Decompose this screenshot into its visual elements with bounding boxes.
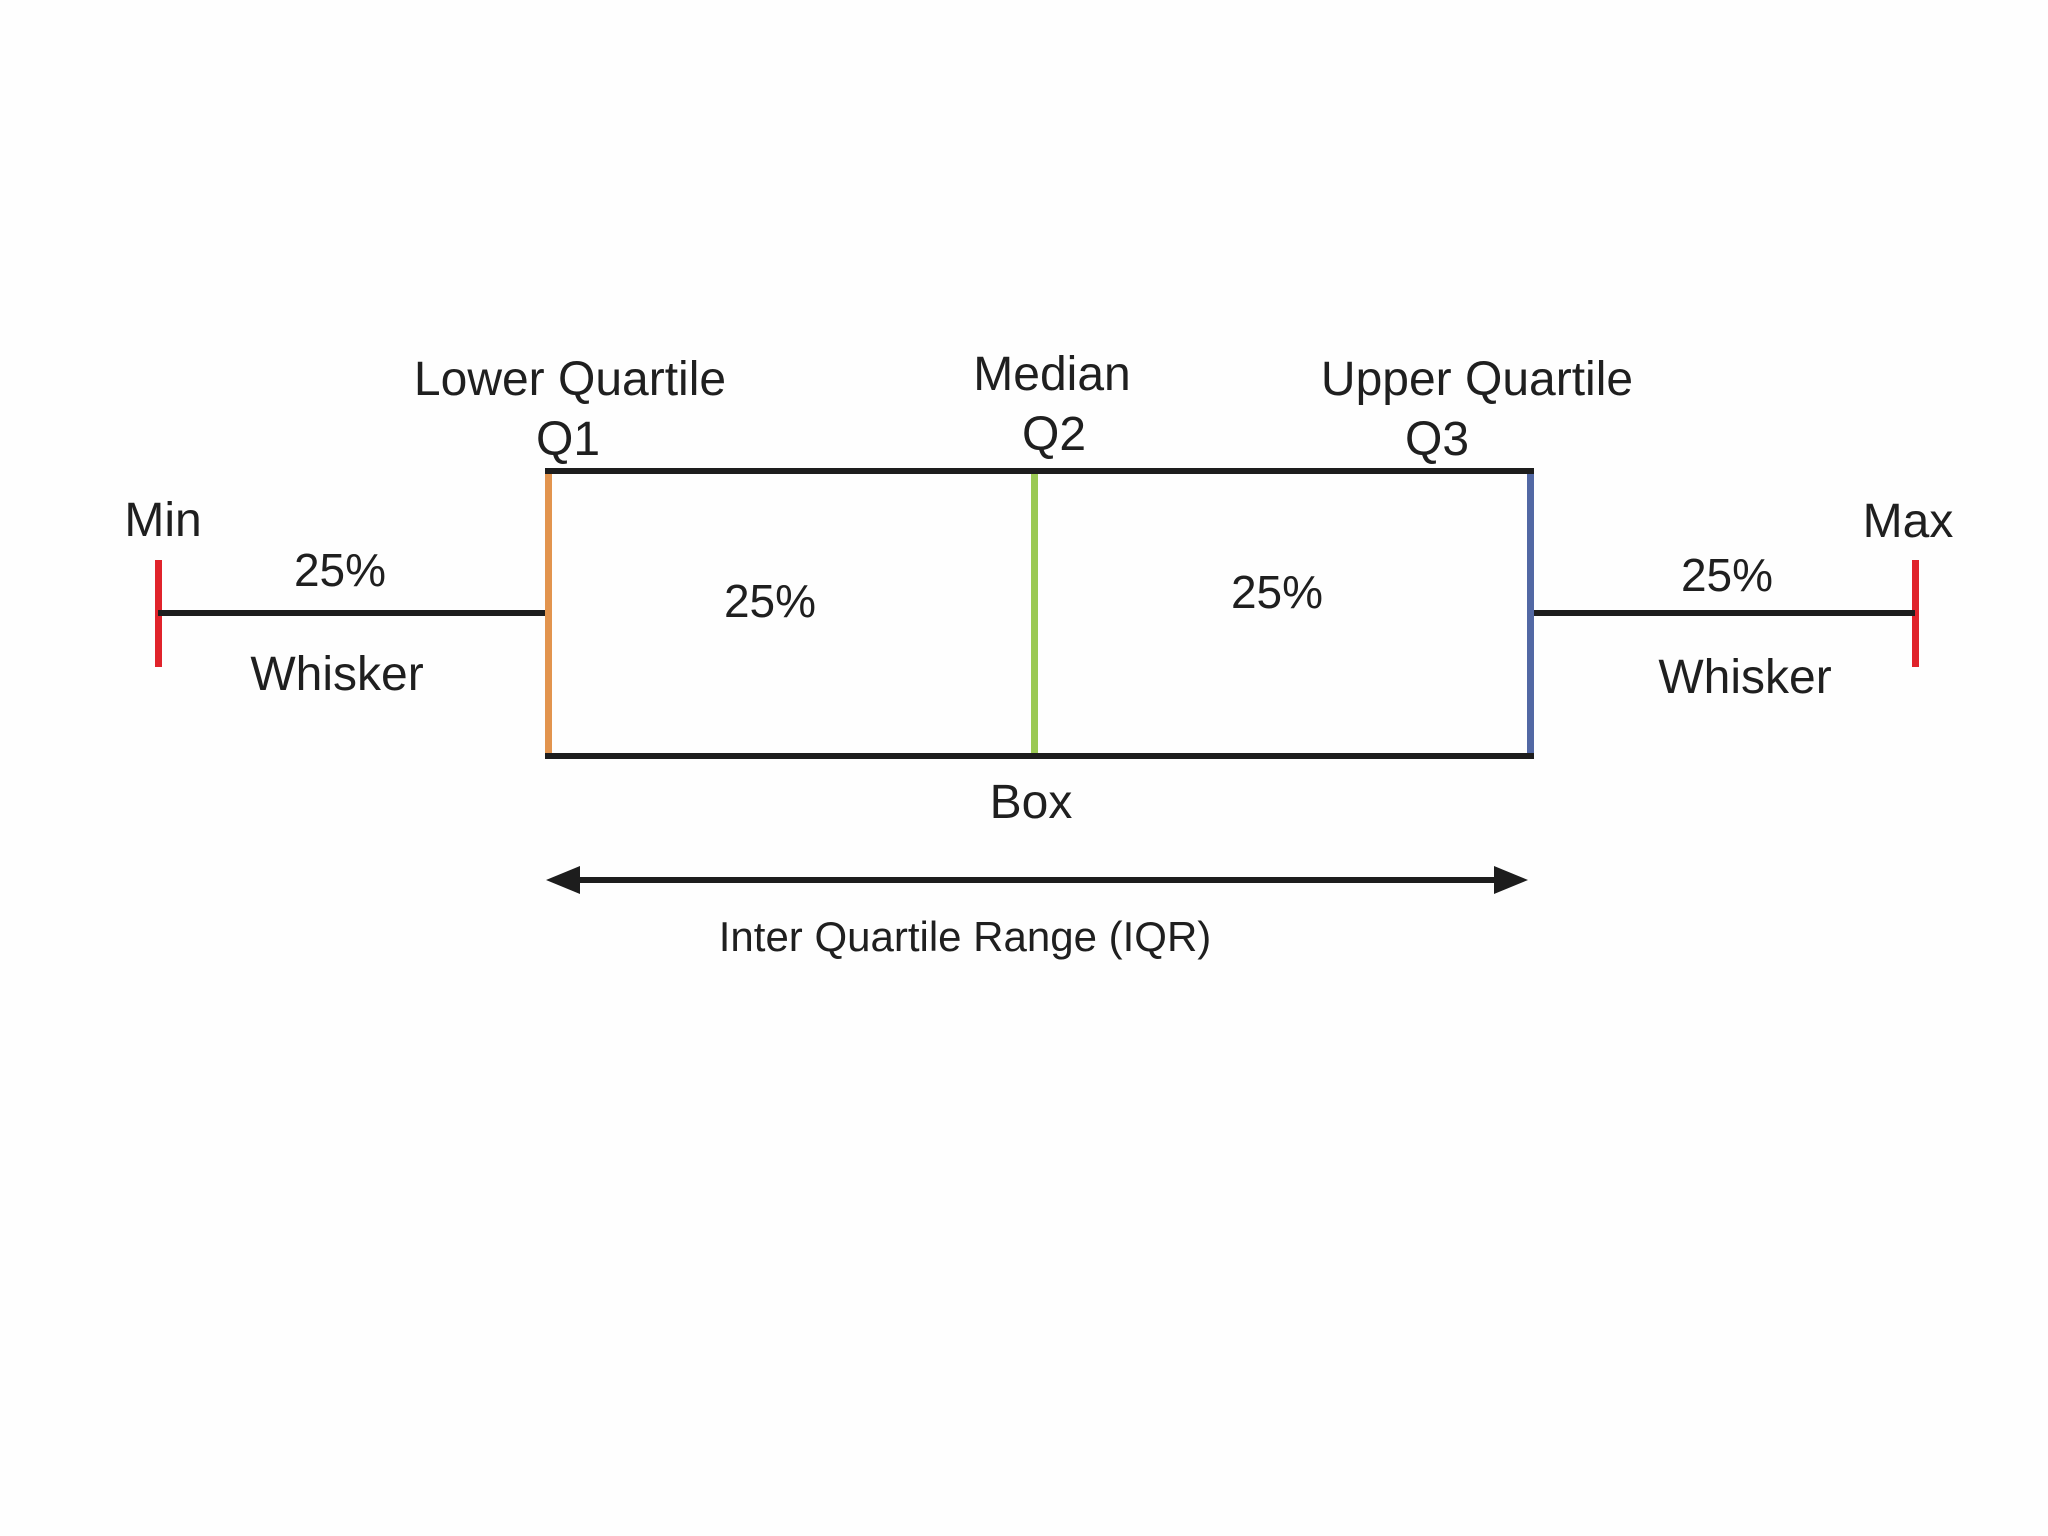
max-label: Max [1862, 495, 1954, 548]
q2-label: Q2 [1021, 408, 1087, 461]
q1-label: Q1 [535, 413, 601, 466]
q3-label: Q3 [1404, 413, 1470, 466]
iqr-arrow-head-right [1494, 866, 1528, 894]
median-label: Median [973, 348, 1131, 401]
whisker-label-right: Whisker [1658, 651, 1832, 704]
box-top-edge [545, 468, 1534, 474]
max-tick-line [1912, 560, 1919, 667]
iqr-arrow-head-left [546, 866, 580, 894]
iqr-arrow [546, 866, 1528, 894]
iqr-label: Inter Quartile Range (IQR) [718, 913, 1212, 960]
q3-edge-line [1527, 468, 1534, 759]
whisker-label-left: Whisker [250, 648, 424, 701]
percent-label-box-right: 25% [1230, 566, 1324, 618]
left-whisker-line [158, 610, 545, 616]
box-label: Box [989, 776, 1073, 829]
percent-label-right-whisker: 25% [1680, 549, 1774, 601]
right-whisker-line [1534, 610, 1915, 616]
box-bottom-edge [545, 753, 1534, 759]
lower-quartile-label: Lower Quartile [413, 353, 727, 406]
median-line [1031, 472, 1038, 755]
percent-label-box-left: 25% [723, 575, 817, 627]
q1-edge-line [545, 468, 552, 759]
min-label: Min [124, 494, 202, 547]
upper-quartile-label: Upper Quartile [1320, 353, 1634, 406]
percent-label-left-whisker: 25% [293, 544, 387, 596]
